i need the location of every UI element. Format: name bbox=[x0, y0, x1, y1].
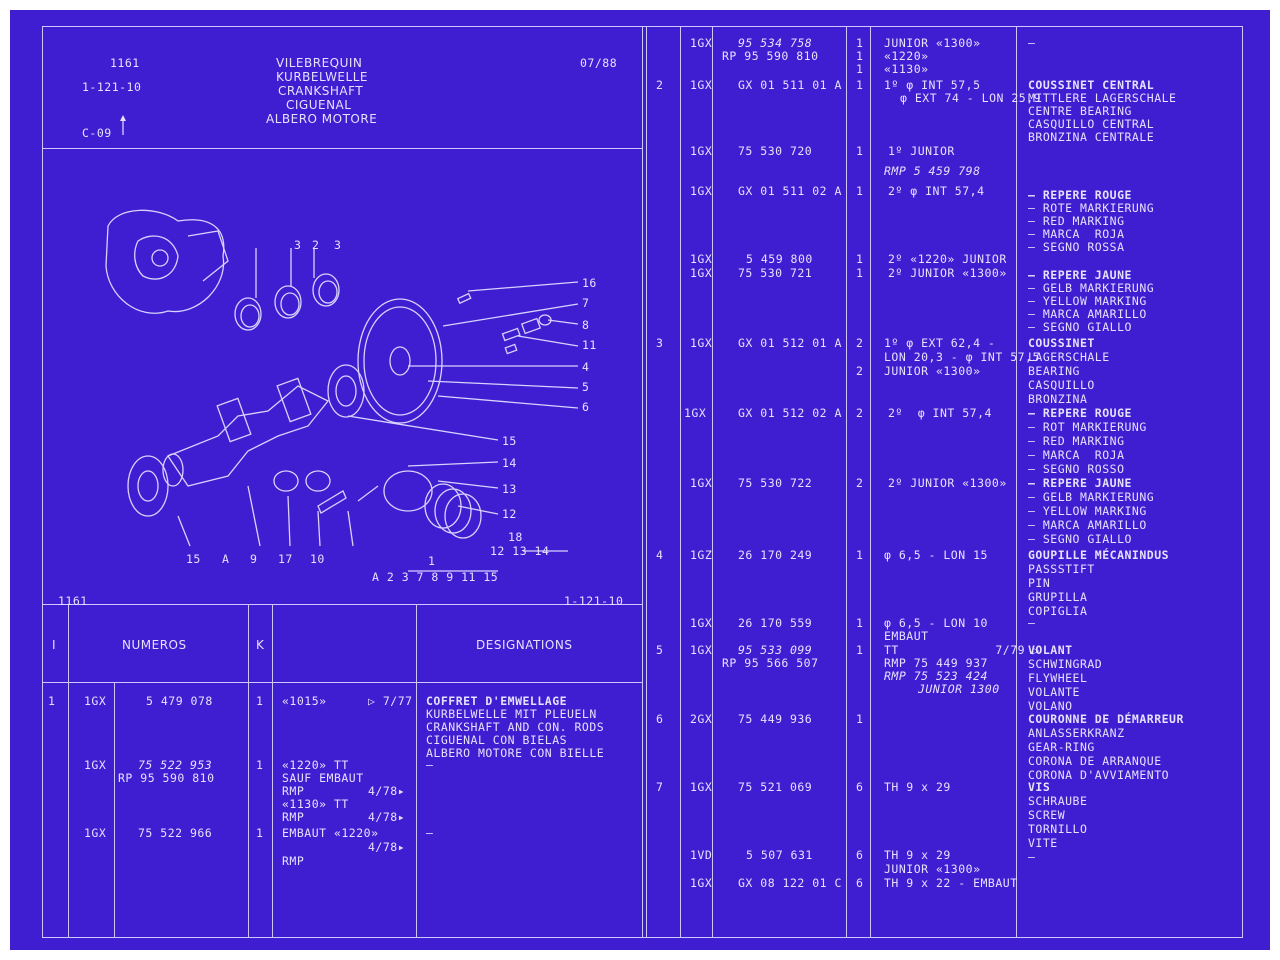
callout-7: 7 bbox=[582, 296, 590, 310]
callout-1: 1 bbox=[428, 554, 436, 568]
callout-9: 9 bbox=[250, 552, 258, 566]
callout-2: 2 bbox=[312, 238, 320, 252]
header-ref: 1-121-10 bbox=[82, 80, 142, 94]
callout-10: 10 bbox=[310, 552, 325, 566]
parts-sheet: 1161 1-121-10 C-09 07/88 VILEBREQUIN KUR… bbox=[10, 10, 1270, 950]
callout-3b: 3 bbox=[334, 238, 342, 252]
callout-8: 8 bbox=[582, 318, 590, 332]
callout-15b: 15 bbox=[186, 552, 201, 566]
callout-6: 6 bbox=[582, 400, 590, 414]
diagram-footer-right: 1-121-10 bbox=[564, 594, 624, 608]
callout-16: 16 bbox=[582, 276, 597, 290]
title-de: KURBELWELLE bbox=[276, 70, 368, 84]
diagram-footer-left: 1161 bbox=[58, 594, 88, 608]
parts-catalog-page: 1161 1-121-10 C-09 07/88 VILEBREQUIN KUR… bbox=[38, 26, 1250, 938]
crankshaft-exploded-diagram bbox=[105, 209, 579, 572]
callout-4: 4 bbox=[582, 360, 590, 374]
header-date: 07/88 bbox=[580, 56, 618, 70]
callout-a: A bbox=[222, 552, 230, 566]
title-en: CRANKSHAFT bbox=[278, 84, 364, 98]
title-it: ALBERO MOTORE bbox=[266, 112, 378, 126]
callout-5: 5 bbox=[582, 380, 590, 394]
callout-15: 15 bbox=[502, 434, 517, 448]
callout-17: 17 bbox=[278, 552, 293, 566]
header-designations: DESIGNATIONS bbox=[476, 638, 573, 652]
header-k: K bbox=[256, 638, 265, 652]
callout-13: 13 bbox=[502, 482, 517, 496]
callout-kit: A 2 3 7 8 9 11 15 bbox=[372, 570, 499, 584]
callout-18: 18 bbox=[508, 530, 523, 544]
header-numeros: NUMEROS bbox=[122, 638, 187, 652]
callout-14: 14 bbox=[502, 456, 517, 470]
callout-12-13-14: 12 13 14 bbox=[490, 544, 550, 558]
header-code: 1161 bbox=[110, 56, 140, 70]
callout-12: 12 bbox=[502, 507, 517, 521]
header-sub-ref: C-09 bbox=[82, 126, 112, 140]
callout-11: 11 bbox=[582, 338, 597, 352]
header-index: I bbox=[52, 638, 57, 652]
callout-3: 3 bbox=[294, 238, 302, 252]
title-fr: VILEBREQUIN bbox=[276, 56, 363, 70]
arrow-up-icon bbox=[120, 115, 126, 135]
title-es: CIGUENAL bbox=[286, 98, 352, 112]
